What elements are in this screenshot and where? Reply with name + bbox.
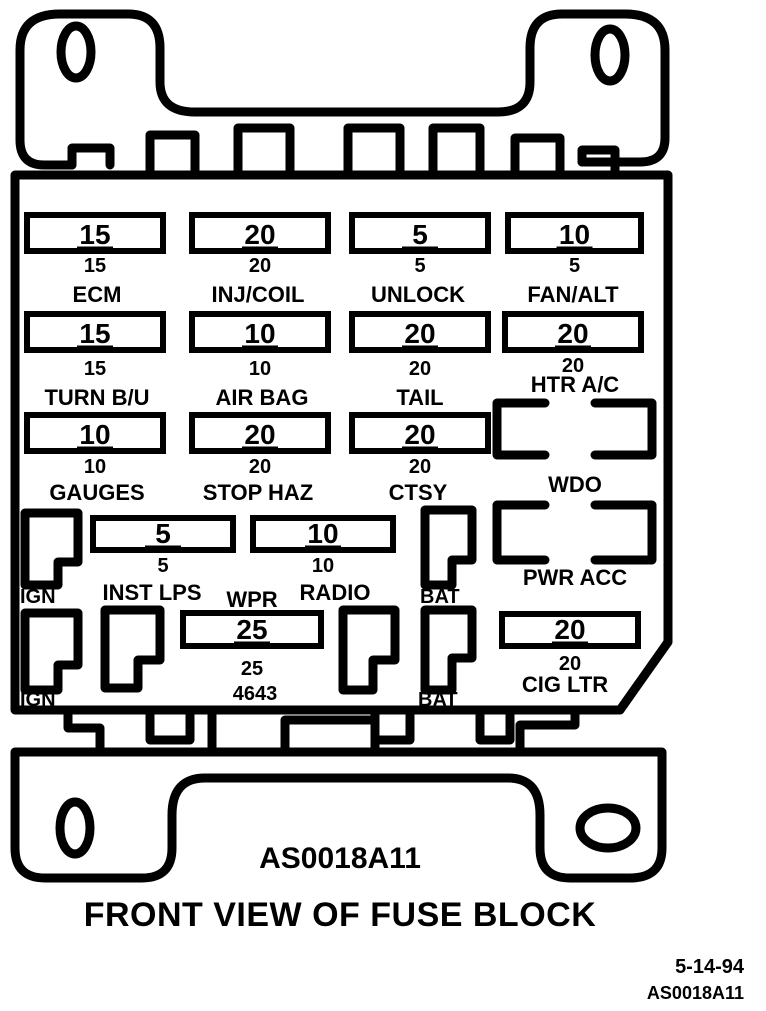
- relay-ign-2: [20, 608, 83, 695]
- fuse-rating: 5: [155, 518, 171, 549]
- fuse-amperage: 20: [562, 355, 584, 377]
- fuse-rating: 20: [244, 219, 275, 250]
- fuse-label: INST LPS: [102, 580, 201, 605]
- fuse-label: ECM: [73, 282, 122, 307]
- fuse-rating: 10: [79, 419, 110, 450]
- relay-label: IGN: [20, 586, 56, 608]
- fuse-tail: [349, 311, 491, 353]
- fuse-cig-ltr: [499, 611, 641, 649]
- fuse-amperage: 20: [409, 456, 431, 478]
- fuse-rating: 20: [244, 419, 275, 450]
- fuse-ecm: [24, 212, 166, 254]
- fuse-label: GAUGES: [49, 480, 144, 505]
- fuse-rating: 10: [244, 318, 275, 349]
- fuse-htr-a-c: [502, 311, 644, 353]
- fuse-rating: 25: [236, 614, 267, 645]
- fuse-ctsy: [349, 412, 491, 454]
- fuse-label: TURN B/U: [44, 385, 149, 410]
- block-code: AS0018A11: [259, 842, 421, 875]
- fuse-rating: 20: [557, 318, 588, 349]
- fuse-label: RADIO: [300, 580, 371, 605]
- fuse-amperage: 10: [249, 358, 271, 380]
- mounting-hole-top-right: [590, 24, 630, 86]
- fuse-turn-b-u: [24, 311, 166, 353]
- fuse-rating: 20: [404, 419, 435, 450]
- fuse-gauges: [24, 412, 166, 454]
- fuse-amperage: 15: [84, 358, 106, 380]
- fuse-amperage: 10: [84, 456, 106, 478]
- mounting-hole-bottom-left: [55, 797, 95, 859]
- fuse-layer: 15 20 5 10 15 10 20 20 10 20 20 5 10 25 20: [24, 212, 644, 649]
- fuse-label: CIG LTR: [522, 672, 608, 697]
- fuse-rating: 15: [79, 318, 110, 349]
- fuse-amperage: 20: [249, 456, 271, 478]
- fuse-label: WPR: [226, 587, 277, 612]
- fuse-rating: 20: [554, 614, 585, 645]
- fuse-label: INJ/COIL: [212, 282, 305, 307]
- fuse-label: CTSY: [389, 480, 448, 505]
- relay-label: BAT: [418, 689, 458, 711]
- fuse-amperage: 5: [414, 255, 425, 277]
- circuit-breaker-htr-ac: [492, 398, 657, 460]
- fuse-label: HTR A/C: [531, 372, 620, 397]
- mounting-hole-bottom-right: [575, 803, 641, 853]
- fuse-label: TAIL: [396, 385, 443, 410]
- relay-bat-1: [420, 505, 477, 590]
- fuse-label: AIR BAG: [216, 385, 309, 410]
- relay-ign-1: [20, 508, 83, 590]
- breaker-label: WDO: [548, 472, 602, 497]
- top-housing-outline: [15, 9, 670, 170]
- fuse-rating: 10: [559, 219, 590, 250]
- fuse-amperage: 20: [249, 255, 271, 277]
- mounting-hole-top-left: [56, 21, 96, 83]
- breaker-label: PWR ACC: [523, 565, 627, 590]
- fuse-rating: 10: [307, 518, 338, 549]
- fuse-amperage: 5: [569, 255, 580, 277]
- bottom-housing-outline: [10, 747, 667, 883]
- fuse-inst-lps: [90, 515, 236, 553]
- fuse-wpr: [180, 610, 324, 649]
- fuse-label: STOP HAZ: [203, 480, 313, 505]
- fuse-fan-alt: [505, 212, 644, 254]
- fuse-air-bag: [189, 311, 331, 353]
- fuse-amperage: 25: [241, 658, 263, 680]
- diagram-date: 5-14-94: [675, 956, 744, 978]
- diagram-caption: FRONT VIEW OF FUSE BLOCK: [83, 896, 597, 934]
- fuse-stop-haz: [189, 412, 331, 454]
- fuse-label: UNLOCK: [371, 282, 465, 307]
- relay-label: BAT: [420, 586, 460, 608]
- relay-inst-lps: [100, 605, 165, 693]
- fuse-rating: 20: [404, 318, 435, 349]
- top-tabs: [67, 123, 620, 180]
- bottom-tabs: [63, 705, 580, 757]
- relay-label: IGN: [20, 689, 56, 711]
- circuit-breaker-wdo-pwr-acc: [492, 500, 657, 565]
- relay-radio: [338, 605, 400, 695]
- fuse-amperage: 10: [312, 555, 334, 577]
- fuse-amperage: 20: [409, 358, 431, 380]
- relay-bat-2: [420, 605, 477, 695]
- connector-code: 4643: [233, 683, 278, 705]
- fuse-inj-coil: [189, 212, 331, 254]
- fuse-amperage: 20: [559, 653, 581, 675]
- fuse-unlock: [349, 212, 491, 254]
- fuse-rating: 15: [79, 219, 110, 250]
- fuse-amperage: 5: [157, 555, 168, 577]
- fuse-block-body: [10, 170, 673, 715]
- reference-code: AS0018A11: [646, 983, 744, 1003]
- fuse-amperage: 15: [84, 255, 106, 277]
- fuse-label: FAN/ALT: [527, 282, 619, 307]
- fuse-radio: [250, 515, 396, 553]
- fuse-rating: 5: [412, 219, 428, 250]
